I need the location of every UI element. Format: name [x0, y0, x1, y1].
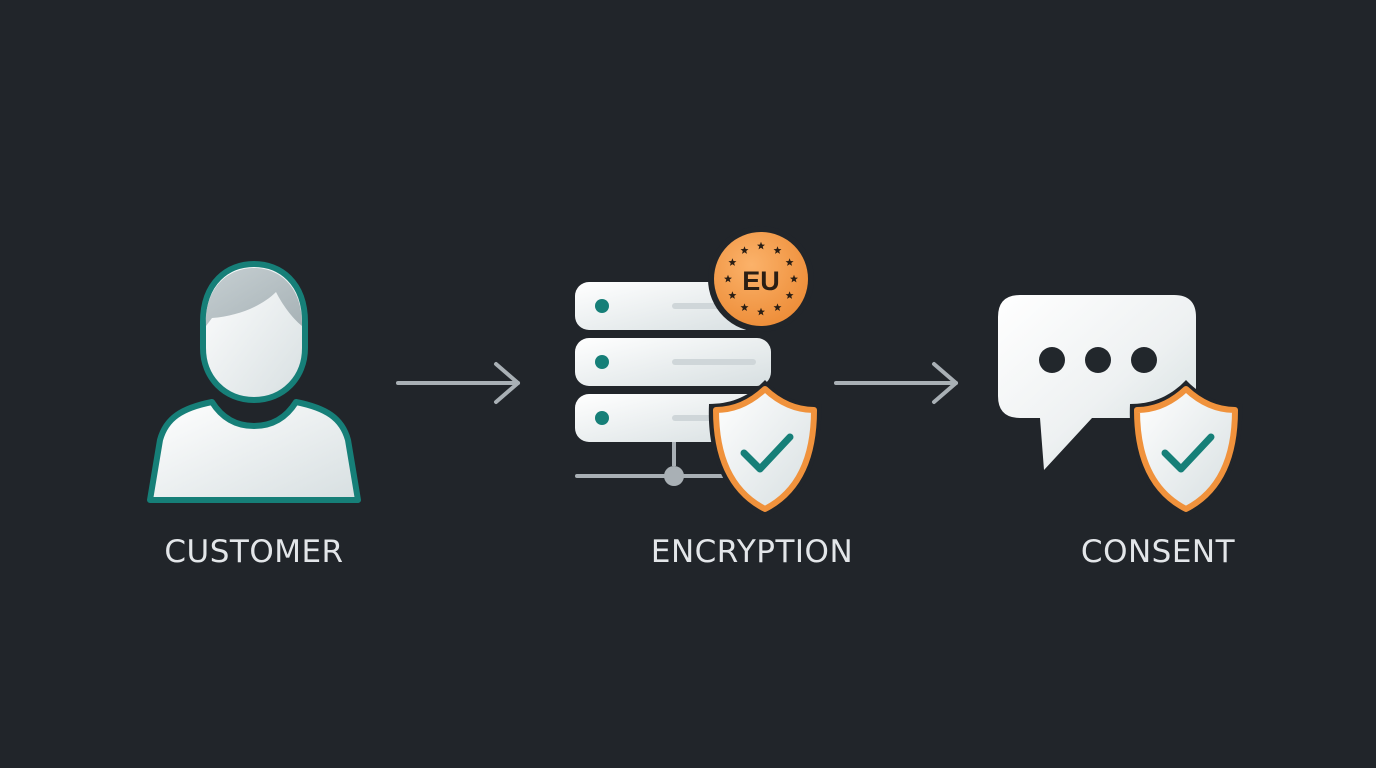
eu-star	[728, 291, 737, 299]
step-label-encryption: ENCRYPTION	[650, 534, 854, 570]
server-led	[595, 355, 609, 369]
step-label-customer: CUSTOMER	[164, 534, 344, 570]
server-led	[595, 299, 609, 313]
eu-badge-text: EU	[742, 266, 780, 296]
eu-star	[790, 274, 798, 283]
arrow-right-icon	[396, 362, 520, 404]
eu-star	[724, 274, 732, 283]
eu-stars-badge-icon: EU	[708, 226, 814, 332]
step-label-consent: CONSENT	[1080, 534, 1236, 570]
eu-star	[785, 258, 794, 266]
chat-bubble-icon	[998, 295, 1196, 470]
person-hair	[205, 268, 303, 326]
typing-dot	[1131, 347, 1157, 373]
typing-dot	[1085, 347, 1111, 373]
eu-star	[740, 303, 749, 311]
eu-star	[773, 246, 782, 254]
eu-star	[728, 258, 737, 266]
eu-star	[785, 291, 794, 299]
person-torso	[147, 399, 361, 503]
eu-star	[757, 307, 765, 316]
person-icon	[147, 261, 361, 503]
typing-dot	[1039, 347, 1065, 373]
server-led	[595, 411, 609, 425]
eu-star	[740, 246, 749, 254]
shield-check-icon	[708, 380, 822, 518]
shield-check-icon	[1129, 380, 1243, 518]
arrow-right-icon	[834, 362, 958, 404]
eu-star	[773, 303, 782, 311]
eu-star	[757, 241, 765, 250]
